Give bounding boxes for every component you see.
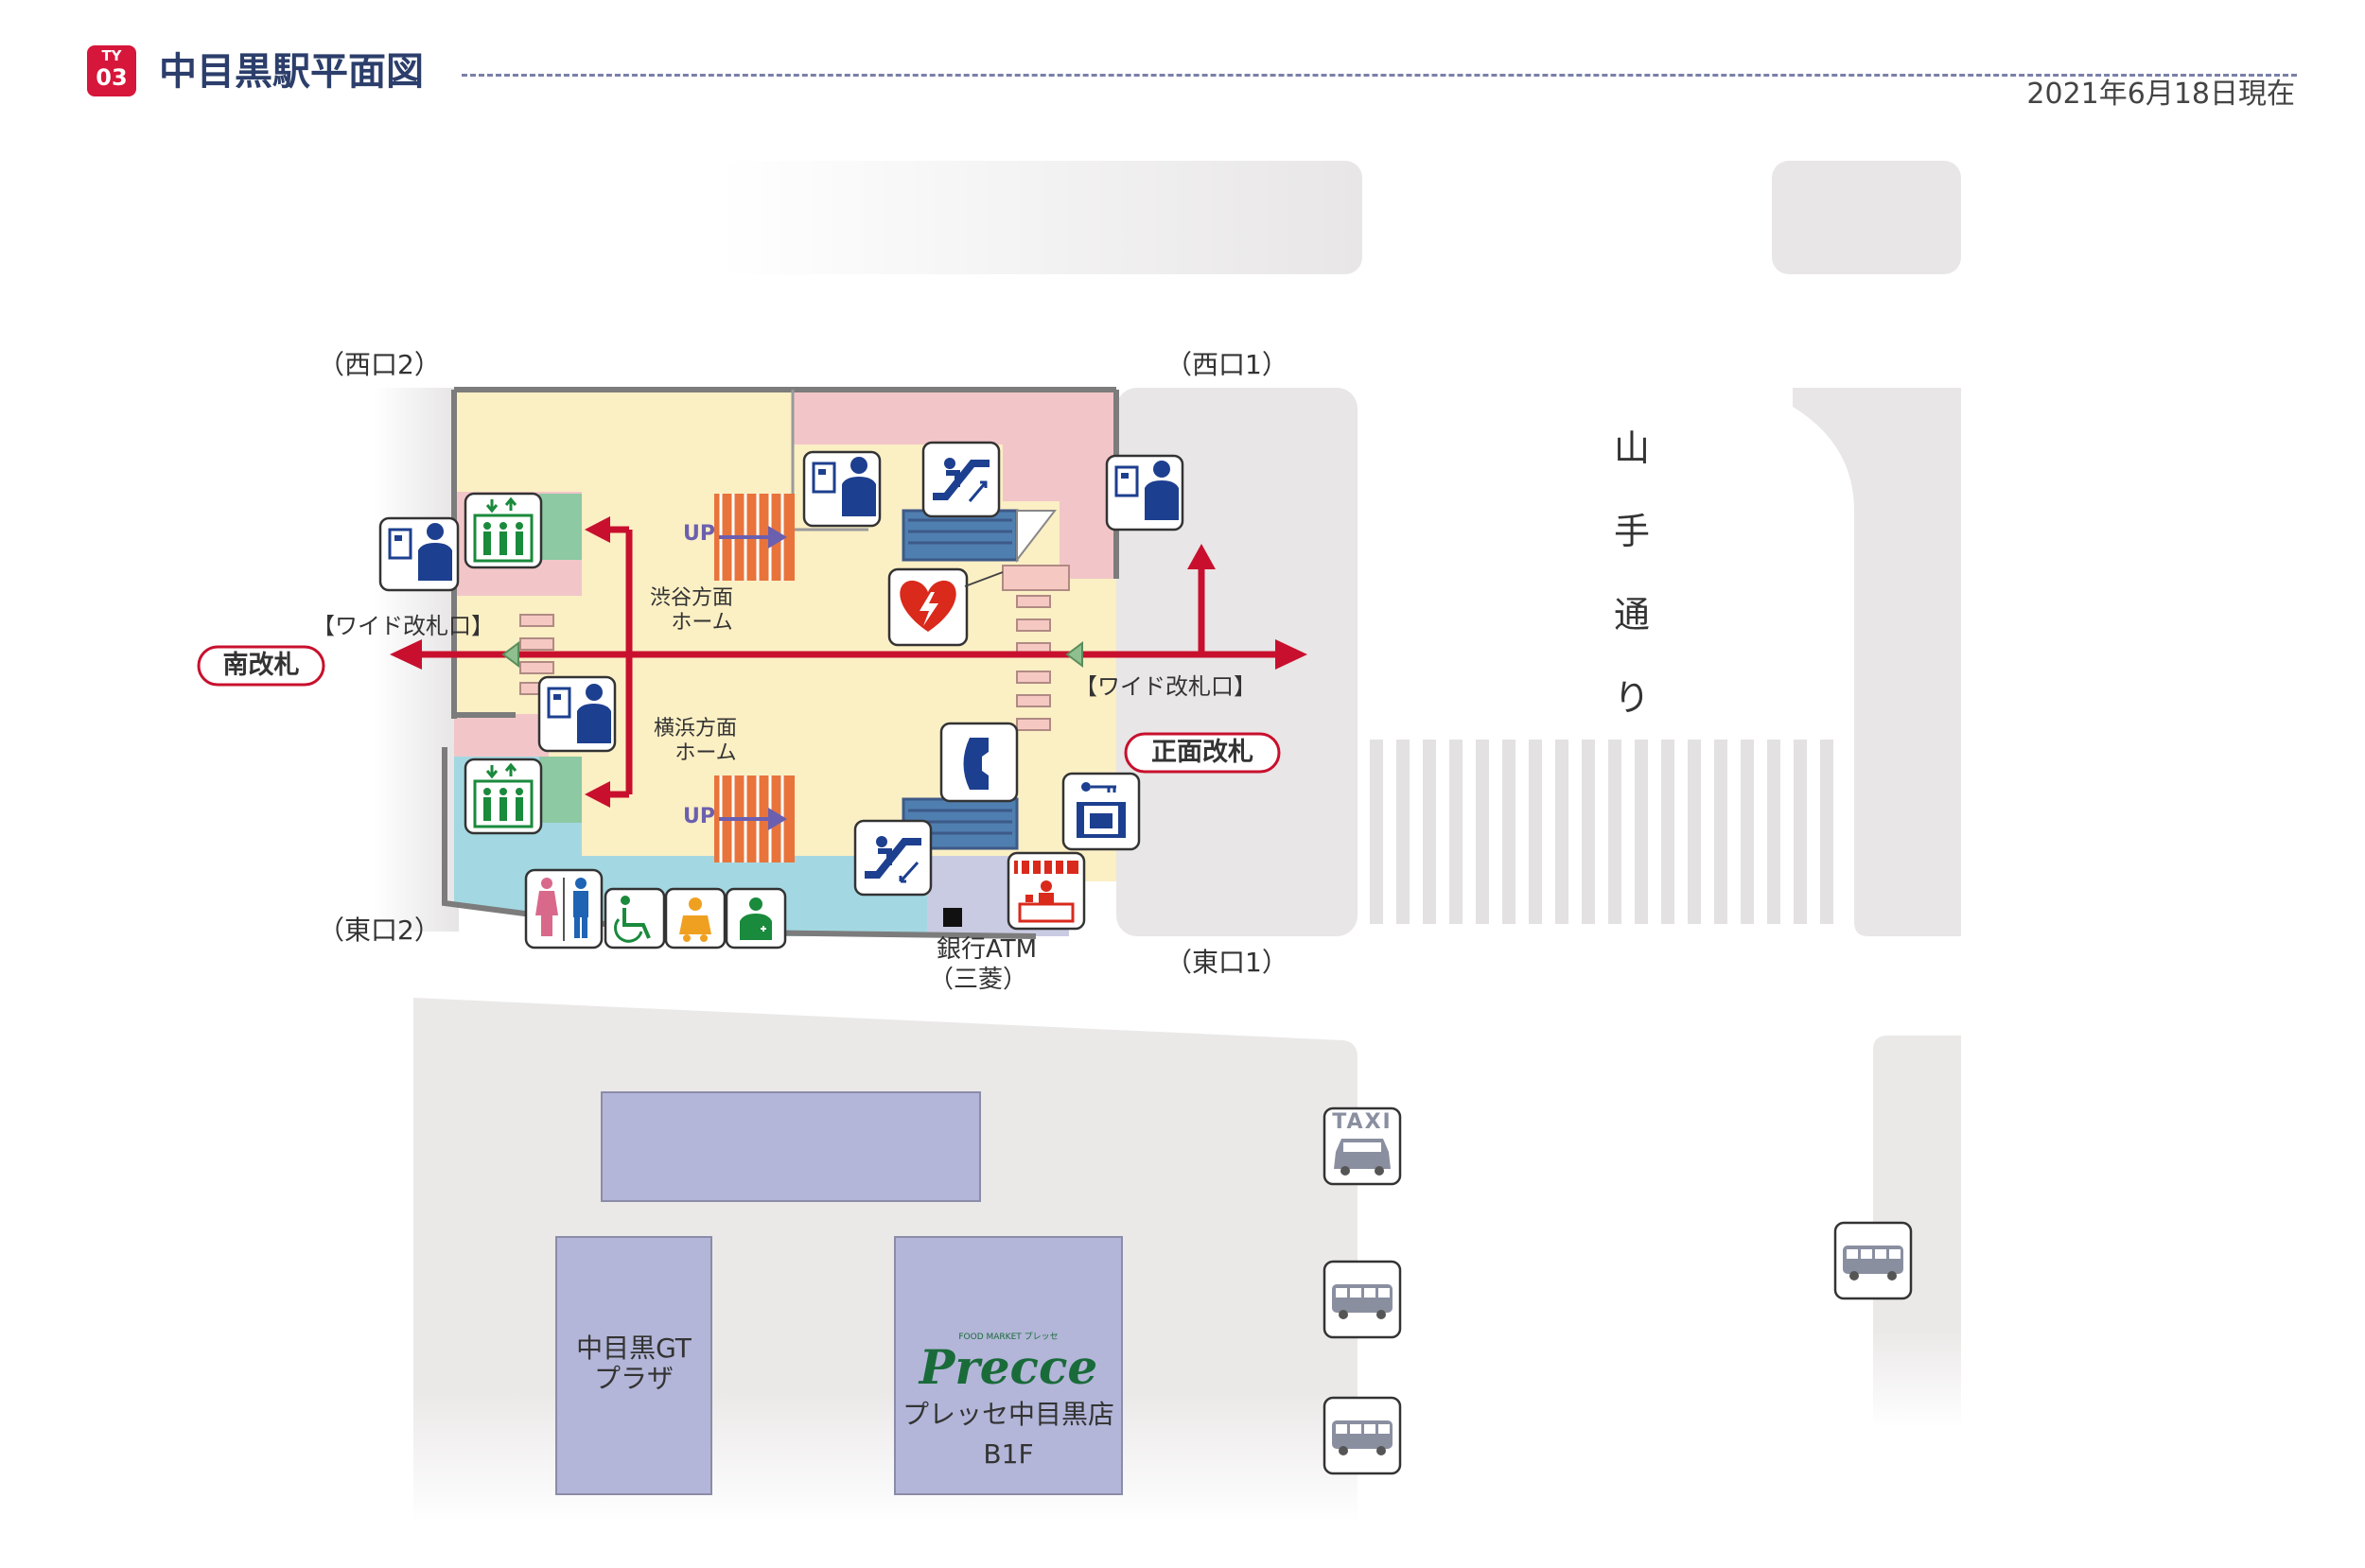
precce-floor: B1F xyxy=(983,1438,1034,1470)
road-name-char: 山 xyxy=(1613,427,1650,469)
header: TY 03 中目黒駅平面図 2021年6月18日現在 xyxy=(0,0,2365,123)
station-staff-icon xyxy=(378,516,460,592)
pink-area-north xyxy=(793,390,1116,579)
block-north xyxy=(719,161,1362,274)
taxi-icon xyxy=(1323,1106,1402,1186)
line-badge-number: 03 xyxy=(96,64,128,91)
elevator-icon xyxy=(464,492,543,569)
precce-logo: Precce xyxy=(919,1339,1098,1395)
crosswalk xyxy=(1370,740,1833,924)
platform-label-shibuya-line1: 渋谷方面 xyxy=(649,586,733,610)
gate-marker-left xyxy=(501,641,519,668)
stairs-up-label-lower: UP xyxy=(683,805,715,828)
taxi-label: TAXI xyxy=(1332,1110,1393,1134)
station-staff-icon xyxy=(802,450,882,528)
stairs-lower xyxy=(714,775,795,862)
platform-label-yokohama-line1: 横浜方面 xyxy=(653,717,737,740)
road-name-char: 通 xyxy=(1613,594,1650,636)
bus-icon xyxy=(1833,1221,1913,1300)
building-gt-plaza xyxy=(555,1236,712,1495)
bus-icon xyxy=(1323,1396,1402,1475)
precce-logo-small: FOOD MARKET プレッセ xyxy=(958,1333,1059,1342)
escalator-icon xyxy=(921,441,1001,518)
south-gate-pill xyxy=(197,645,325,687)
restroom-icon xyxy=(524,868,604,950)
gt-plaza-label: 中目黒GT プラザ xyxy=(556,1333,711,1394)
main-gate-label: 正面改札 xyxy=(1151,738,1253,767)
main-gate-pill xyxy=(1124,732,1281,774)
gt-plaza-label-line1: 中目黒GT xyxy=(576,1333,692,1364)
block-northeast xyxy=(1772,161,1961,274)
page-title: 中目黒駅平面図 xyxy=(159,50,424,94)
wide-gate-label-left: 【ワイド改札口】 xyxy=(312,613,494,639)
elevator-shaft-upper xyxy=(539,494,582,560)
exit-label-east1: （東口1） xyxy=(1165,947,1288,978)
telephone-icon xyxy=(939,722,1019,803)
escalator-icon xyxy=(853,819,933,897)
header-dashed-line xyxy=(462,74,2297,77)
gt-plaza-label-line2: プラザ xyxy=(593,1363,674,1394)
bus-icon xyxy=(1323,1260,1402,1339)
platform-label-shibuya-line2: ホーム xyxy=(671,611,733,635)
elevator-icon xyxy=(464,758,543,835)
stairs-up-label-upper: UP xyxy=(683,522,715,546)
precce-store-name: プレッセ中目黒店 xyxy=(902,1399,1114,1430)
road-name: 山 手 通 り xyxy=(1608,407,1656,740)
first-aid-icon xyxy=(725,887,787,950)
platform-label-shibuya: 渋谷方面 ホーム xyxy=(636,586,747,636)
line-badge: TY 03 xyxy=(87,45,136,96)
exit-label-east2: （東口2） xyxy=(318,915,441,946)
coin-locker-icon xyxy=(1061,772,1141,851)
line-badge-top: TY xyxy=(101,47,122,64)
building-upper-block xyxy=(601,1091,981,1202)
route-arrows xyxy=(390,516,1307,808)
road-name-char: り xyxy=(1613,677,1650,719)
exit-label-west2: （西口2） xyxy=(318,349,441,380)
elevator-shaft-lower xyxy=(539,757,582,823)
station-staff-icon xyxy=(537,675,617,753)
block-east-road xyxy=(1793,388,1961,936)
atm-label-line1: 銀行ATM xyxy=(937,935,1038,964)
south-gate-label: 南改札 xyxy=(222,651,300,680)
atm-label: 銀行ATM （三菱） xyxy=(929,934,1038,995)
exit-label-west1: （西口1） xyxy=(1165,349,1288,380)
precce-label: FOOD MARKET プレッセ Precce プレッセ中目黒店 B1F xyxy=(895,1332,1122,1475)
building-precce xyxy=(894,1236,1123,1495)
aed-icon xyxy=(887,567,1004,647)
platform-label-yokohama-line2: ホーム xyxy=(674,741,737,765)
wide-gate-label-right: 【ワイド改札口】 xyxy=(1075,673,1256,700)
baby-care-icon xyxy=(664,887,727,950)
stairs-upper xyxy=(714,494,795,581)
road-name-char: 手 xyxy=(1613,511,1650,552)
gate-marker-right xyxy=(1065,641,1083,668)
wheelchair-icon xyxy=(604,887,666,950)
atm-label-line2: （三菱） xyxy=(929,966,1028,994)
block-southeast xyxy=(1873,1036,1961,1428)
platform-label-yokohama: 横浜方面 ホーム xyxy=(639,717,751,766)
station-staff-icon xyxy=(1105,454,1184,531)
block-south xyxy=(413,998,1358,1523)
as-of-date: 2021年6月18日現在 xyxy=(2026,78,2295,111)
pink-area-west-lower xyxy=(454,714,549,757)
atm-marker xyxy=(943,908,962,927)
shop-icon xyxy=(1007,851,1086,931)
